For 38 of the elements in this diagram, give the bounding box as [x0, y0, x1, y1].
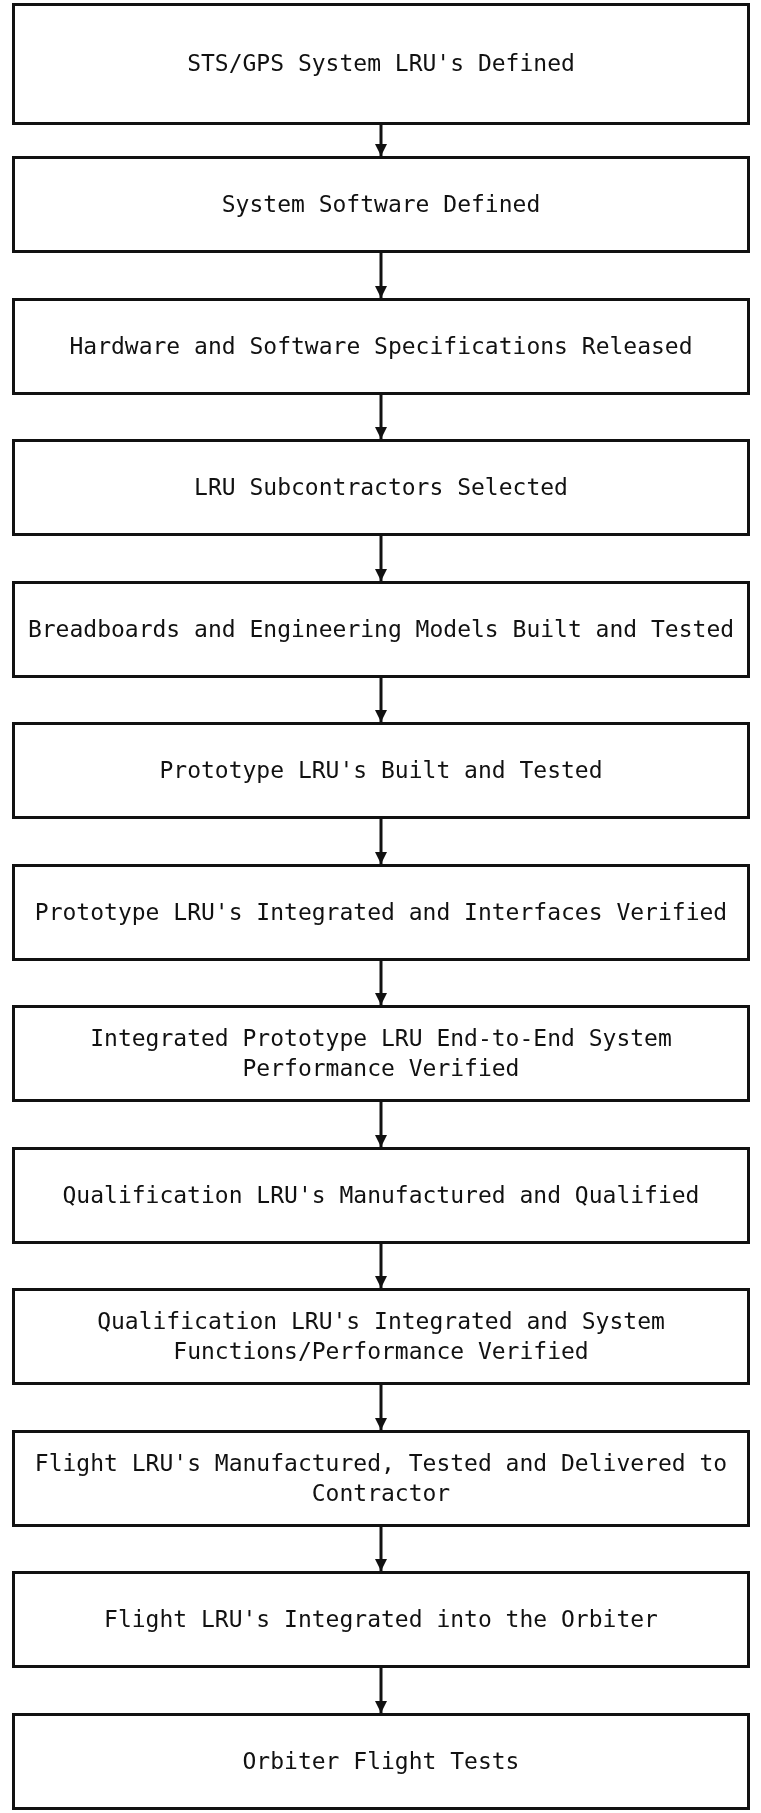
process-box [12, 1005, 750, 1102]
step-text: Breadboards and Engineering Models Built and Tested [27, 614, 735, 644]
step-text: Prototype LRU's Integrated and Interfaces Verified [34, 897, 728, 927]
step-text: Qualification LRU's Integrated and System Functions/Performance Verified [96, 1306, 666, 1366]
process-box [12, 156, 750, 253]
arrow [375, 1244, 387, 1288]
arrow [375, 1527, 387, 1571]
process-box [12, 864, 750, 961]
arrow [375, 253, 387, 298]
arrow [375, 1385, 387, 1430]
step-text: STS/GPS System LRU's Defined [187, 49, 575, 79]
step-text: LRU Subcontractors Selected [194, 472, 568, 502]
process-box [12, 1288, 750, 1385]
process-box [12, 1430, 750, 1527]
process-box [12, 439, 750, 536]
step-text: Hardware and Software Specifications Released [69, 331, 693, 361]
arrow [375, 1668, 387, 1713]
process-box [12, 722, 750, 819]
process-box [12, 1713, 750, 1810]
process-box [12, 1147, 750, 1244]
step-text: Qualification LRU's Manufactured and Qualified [62, 1180, 700, 1210]
step-text: Integrated Prototype LRU End-to-End System Performance Verified [89, 1023, 673, 1083]
step-text: Flight LRU's Manufactured, Tested and Delivered to Contractor [33, 1448, 729, 1508]
arrow [375, 961, 387, 1005]
arrow [375, 125, 387, 156]
arrow [375, 395, 387, 439]
step-text: System Software Defined [221, 189, 541, 219]
process-box [12, 1571, 750, 1668]
step-text: Orbiter Flight Tests [242, 1746, 520, 1776]
arrow [375, 536, 387, 581]
step-text: Prototype LRU's Built and Tested [159, 755, 603, 785]
arrow [375, 1102, 387, 1147]
arrow [375, 678, 387, 722]
process-box [12, 3, 750, 125]
step-text: Flight LRU's Integrated into the Orbiter [104, 1604, 658, 1634]
arrow [375, 819, 387, 864]
process-box [12, 298, 750, 395]
process-box [12, 581, 750, 678]
